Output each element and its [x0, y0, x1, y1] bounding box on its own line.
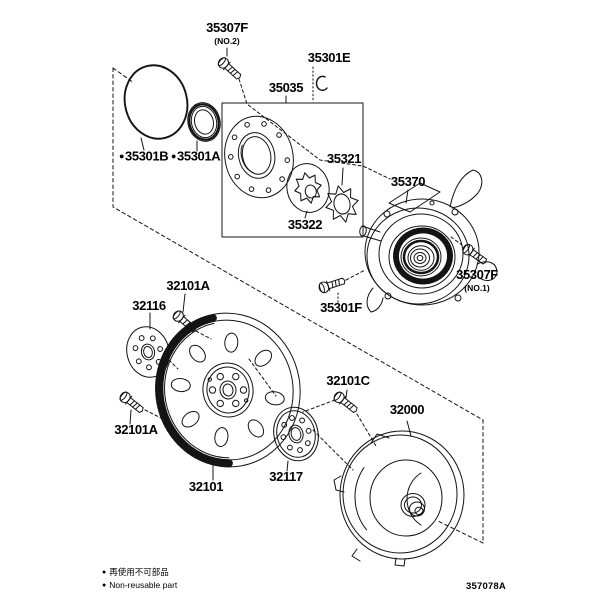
part-number: 35035 [268, 80, 304, 95]
part-number: 35301B [125, 148, 169, 164]
callout-35321[interactable]: 35321 [326, 151, 362, 166]
part-note: (NO.1) [464, 283, 490, 293]
figure-code: 357078A [466, 581, 506, 592]
bolt-32101C-icon [331, 389, 361, 416]
legend-row-en: ●Non-reusable part [102, 579, 177, 592]
callout-35301A[interactable]: ●35301A [171, 148, 221, 164]
part-number: 35301A [177, 148, 221, 164]
part-number: 32101A [114, 422, 158, 437]
part-number: 35307F [456, 267, 498, 282]
callout-35301E[interactable]: 35301E [307, 50, 351, 65]
part-number: 32117 [269, 469, 303, 484]
part-number: 32000 [389, 402, 425, 417]
non-reusable-dot-icon: ● [171, 151, 177, 161]
part-number: 32101A [166, 278, 210, 293]
torque-converter-32000 [333, 430, 465, 567]
part-note: (NO.2) [214, 36, 240, 46]
pump-subassembly-box [221, 95, 364, 238]
part-number: 35322 [287, 217, 323, 232]
non-reusable-dot-icon: ● [119, 151, 125, 161]
callout-32101[interactable]: 32101 [188, 479, 224, 494]
oil-seal-35301A [187, 102, 221, 142]
part-number: 35370 [390, 174, 426, 189]
callout-32101C[interactable]: 32101C [326, 373, 370, 388]
callout-32000[interactable]: 32000 [389, 402, 425, 417]
callout-35035[interactable]: 35035 [268, 80, 304, 95]
non-reusable-dot-icon: ● [102, 582, 107, 589]
pump-driven-gear-35322 [286, 163, 330, 213]
callout-35370[interactable]: 35370 [390, 174, 426, 189]
label-leader-lines [129, 47, 412, 481]
assembly-axis-boundary [112, 67, 484, 544]
callout-35301F[interactable]: 35301F [320, 300, 362, 315]
part-number: 35301F [320, 300, 362, 315]
callout-32116[interactable]: 32116 [132, 298, 166, 313]
legend-text-en: Non-reusable part [109, 580, 178, 590]
non-reusable-dot-icon: ● [102, 569, 107, 576]
spacer-32117 [273, 406, 319, 462]
clip-35301E-icon [315, 75, 328, 92]
bolt-35307F-no1-icon [460, 242, 490, 268]
part-number: 35301E [307, 50, 351, 65]
part-number: 35307F [206, 20, 248, 35]
o-ring-35301B [123, 64, 189, 140]
part-number: 32101 [188, 479, 224, 494]
part-number: 32116 [132, 298, 166, 313]
part-number: 35321 [326, 151, 362, 166]
oil-pump-housing-35370 [359, 169, 498, 313]
bolt-35301F-icon [317, 274, 347, 295]
legend-text-jp: 再使用不可部品 [109, 567, 169, 577]
callout-32117[interactable]: 32117 [269, 469, 303, 484]
legend-row-jp: ●再使用不可部品 [102, 566, 177, 579]
callout-35301B[interactable]: ●35301B [119, 148, 169, 164]
legend: ●再使用不可部品 ●Non-reusable part [102, 566, 177, 592]
part-number: 32101C [326, 373, 370, 388]
callout-32101A-left[interactable]: 32101A [114, 422, 158, 437]
oil-pump-body [224, 115, 294, 199]
callout-35307F-no1[interactable]: 35307F (NO.1) [456, 267, 498, 294]
pump-drive-gear-35321 [325, 185, 359, 223]
callout-32101A-top[interactable]: 32101A [166, 278, 210, 293]
bolt-35307F-no2-icon [215, 55, 244, 83]
drive-plate-32101 [155, 312, 301, 468]
callout-35322[interactable]: 35322 [287, 217, 323, 232]
bolt-32101A-left-icon [117, 389, 147, 416]
dotted-leader-lines [312, 66, 339, 304]
callout-35307F-no2[interactable]: 35307F (NO.2) [206, 20, 248, 47]
